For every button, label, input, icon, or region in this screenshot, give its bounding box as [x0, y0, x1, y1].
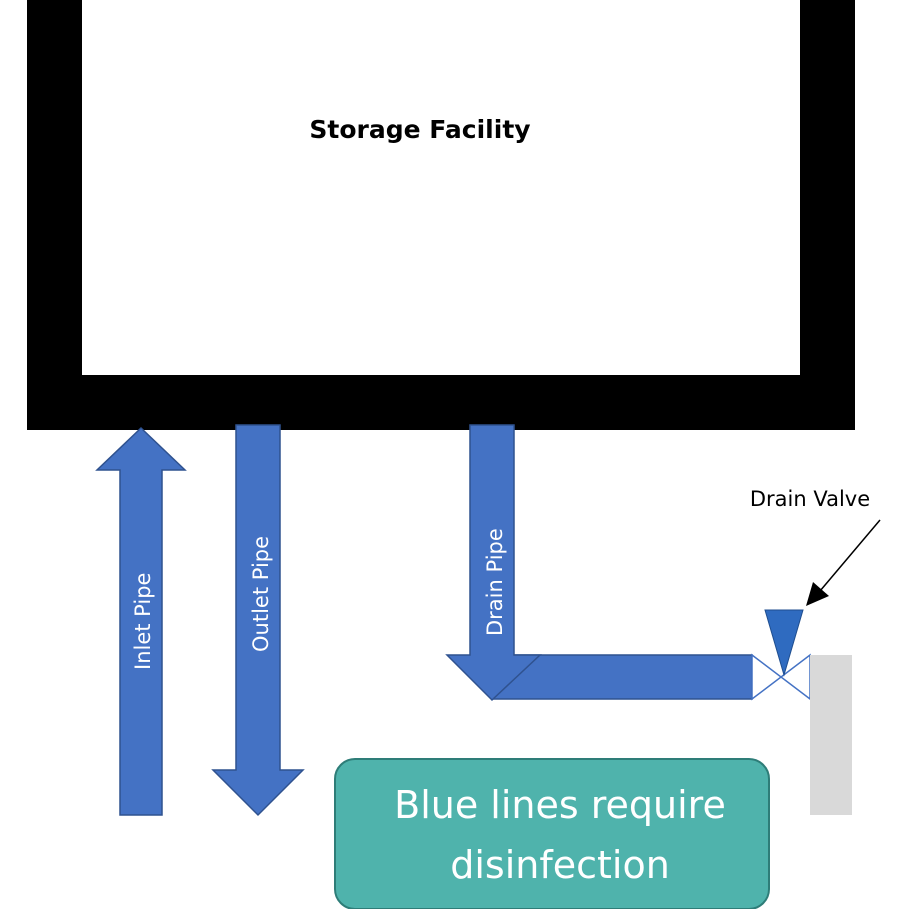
disinfection-note-line-2: disinfection: [450, 843, 670, 887]
disinfection-note-box: [334, 758, 770, 909]
drain-valve-label: Drain Valve: [750, 487, 870, 511]
inlet-pipe-label: Inlet Pipe: [131, 573, 155, 670]
disinfection-note-line-1: Blue lines require: [394, 783, 726, 827]
drain-outlet-post: [810, 655, 852, 815]
drain-pipe-horizontal: [491, 654, 753, 700]
storage-facility-walls: [27, 0, 855, 430]
drain-valve-pointer-arrowhead: [806, 582, 829, 606]
drain-pipe-label: Drain Pipe: [483, 528, 507, 636]
inlet-pipe-arrow: [95, 426, 187, 816]
drain-valve-handle: [764, 609, 804, 677]
outlet-pipe-arrow: [211, 424, 305, 817]
drain-valve-pointer-line: [819, 519, 881, 592]
storage-facility-label: Storage Facility: [309, 115, 530, 144]
outlet-pipe-label: Outlet Pipe: [249, 536, 273, 652]
drain-pipe-arrow: [445, 424, 542, 702]
